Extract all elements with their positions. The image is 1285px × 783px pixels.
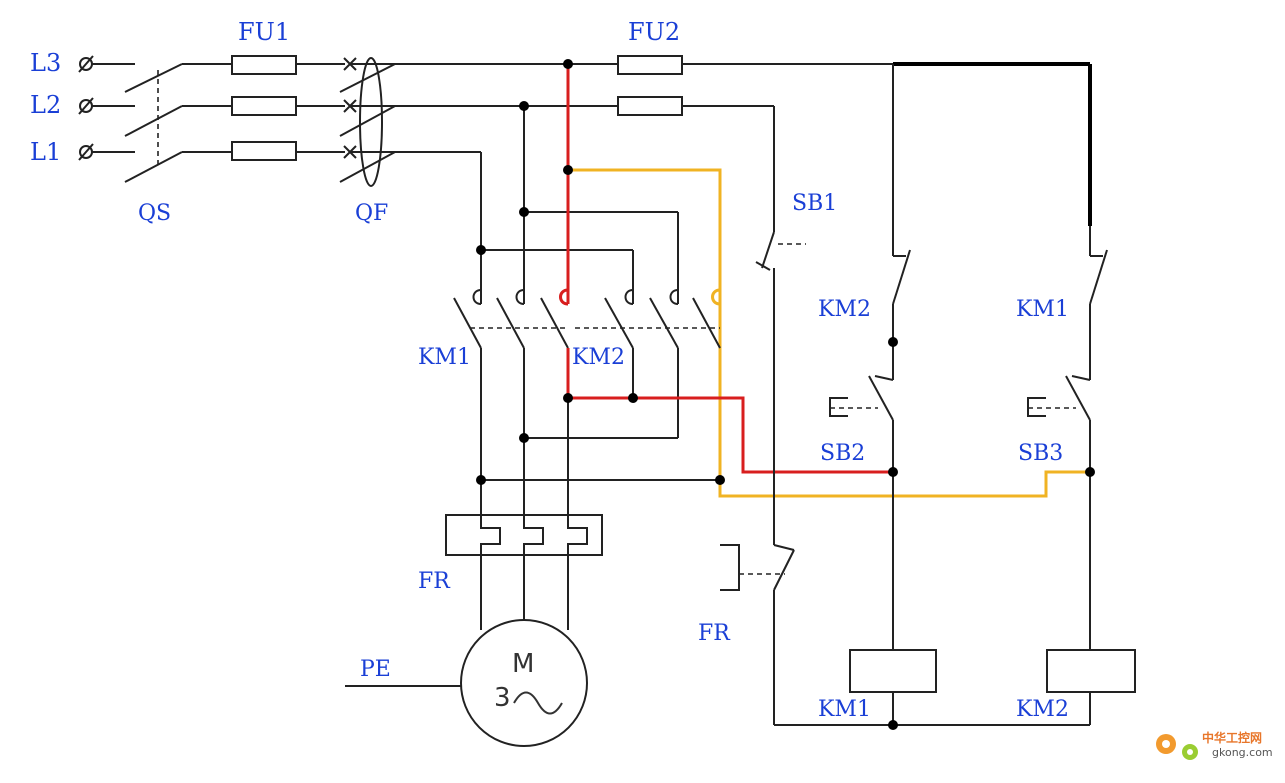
motor-label-m: M: [512, 649, 534, 679]
motor-label-3: 3: [494, 683, 511, 713]
label-km1-main: KM1: [418, 345, 471, 370]
watermark-cn: 中华工控网: [1202, 730, 1262, 745]
label-sb3: SB3: [1018, 441, 1063, 466]
red-control-path: [568, 396, 893, 474]
label-km2-main: KM2: [572, 345, 625, 370]
label-qs: QS: [138, 201, 171, 226]
stop-button-sb1: SB1: [755, 106, 837, 545]
label-fr-contact: FR: [698, 621, 731, 646]
branch-reverse: KM1 SB3 KM2: [1016, 226, 1136, 725]
label-fr-heater: FR: [418, 569, 451, 594]
label-fu2: FU2: [628, 18, 680, 46]
label-l3: L3: [30, 49, 61, 77]
label-sb2: SB2: [820, 441, 865, 466]
label-coil-km1: KM1: [818, 697, 871, 722]
label-l2: L2: [30, 91, 61, 119]
fuse-fu1: FU1: [182, 18, 345, 161]
watermark-en: gkong.com: [1212, 746, 1273, 759]
contactor-km2-main: KM2: [524, 288, 722, 439]
label-km2-aux: KM2: [818, 297, 871, 322]
bus-lines: [395, 62, 1092, 226]
terminal-l1: L1: [30, 138, 135, 166]
label-l1: L1: [30, 138, 61, 166]
terminal-l3: L3: [30, 49, 135, 77]
fuse-fu2: FU2: [617, 18, 683, 116]
watermark-logo: 中华工控网 gkong.com: [1156, 730, 1273, 760]
switch-qs: QS: [124, 63, 183, 226]
label-pe: PE: [360, 657, 391, 682]
label-sb1: SB1: [792, 191, 837, 216]
fr-aux-contact: FR: [698, 544, 795, 725]
motor-feed: [480, 398, 720, 515]
junction-dots: [476, 59, 1095, 730]
contactor-km1-main: KM1: [418, 288, 570, 480]
breaker-qf: QF: [339, 57, 396, 226]
branch-forward: KM2 SB2 KM1: [818, 64, 937, 725]
label-fu1: FU1: [238, 18, 290, 46]
terminal-l2: L2: [30, 91, 135, 119]
main-wiring: [480, 64, 1090, 498]
label-qf: QF: [355, 201, 388, 226]
motor: M 3 PE: [345, 619, 588, 747]
label-km1-aux: KM1: [1016, 297, 1069, 322]
label-coil-km2: KM2: [1016, 697, 1069, 722]
thermal-relay-fr: FR: [418, 514, 603, 630]
